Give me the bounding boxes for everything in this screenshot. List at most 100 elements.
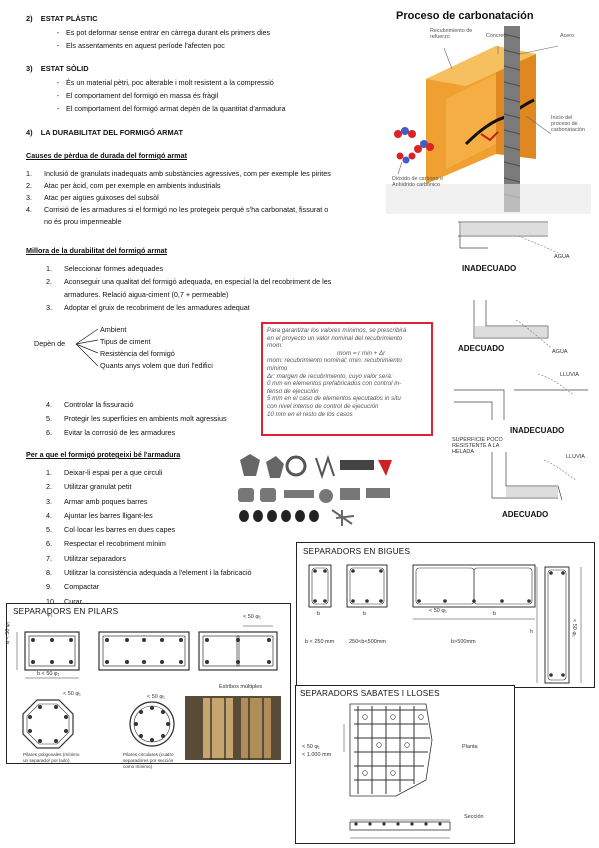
sabates-spacing-2: < 1.000 mm	[302, 752, 332, 758]
list-item: 8.Utilitzar la consistència adequada a l…	[46, 568, 252, 578]
list-item: 9.Compactar	[46, 582, 100, 592]
label-superficie: SUPERFICIE POCO RESISTENTE A LA HELADA	[452, 437, 503, 455]
label-inadequate-2: INADECUADO	[510, 426, 565, 435]
note-line: rnom: recubrimiento nominal; rmin: recub…	[267, 357, 402, 365]
section-solid: 3) ESTAT SÒLID -És un material pètri, po…	[26, 64, 286, 113]
depends-label: Depèn de	[34, 339, 66, 348]
bigues-b1: b	[317, 611, 321, 617]
label-adequate-1: ADECUADO	[458, 344, 505, 353]
label-agua-2: AGUA	[552, 349, 568, 355]
bigues-lt50-1: < 50 φ₁	[429, 608, 447, 614]
carbonation-drawing	[386, 26, 591, 214]
sabates-box: SEPARADORS SABATES I LLOSES < 50 φ₁ < 1.…	[295, 685, 515, 844]
label-lluvia-2: LLUVIA	[566, 454, 585, 460]
list-item: 5.Col·locar les barres en dues capes	[46, 525, 176, 535]
note-line: con nivel intenso de control de ejecució…	[267, 402, 379, 410]
list-item: -El comportament del formigó armat depèn…	[56, 104, 286, 113]
list-item: 5.Protegir les superfícies en ambients m…	[46, 414, 227, 423]
bigues-h: h	[530, 629, 534, 635]
sabates-planta: Planta	[462, 744, 478, 750]
list-item: -El comportament del formigó en massa és…	[56, 91, 219, 100]
list-item: 2.Atac per àcid, com per exemple en ambi…	[26, 181, 221, 190]
pilars-poly: Pilares poligonales (mínimo un separador…	[23, 752, 80, 763]
subheading-causes: Causes de pèrdua de durada del formigó a…	[26, 151, 187, 160]
bigues-title: SEPARADORS EN BIGUES	[303, 547, 411, 556]
list-item: 1.Seleccionar formes adequades	[46, 264, 164, 273]
pilars-estribos: Estribos múltiples	[219, 684, 263, 690]
subheading-improve: Millora de la durabilitat del formigó ar…	[26, 246, 167, 255]
pilars-lt50-1: < 50 φ₁	[243, 614, 261, 620]
sabates-drawing	[343, 703, 451, 839]
note-line: Para garantizar los valores mínimos, se …	[267, 327, 407, 334]
list-item: 3.Atac per aigües guixoses del subsòl	[26, 193, 159, 202]
pilars-title: SEPARADORS EN PILARS	[13, 607, 119, 616]
list-item: 3.Adoptar el gruix de recobriment de les…	[46, 303, 250, 312]
label-start: Inicio del proceso de carbonatación	[551, 115, 585, 133]
note-formula: rnom = r min + Δr	[337, 349, 386, 357]
note-line: 5 mm en el caso de elementos ejecutados …	[267, 395, 401, 403]
list-item: 4.Corrisió de les armadures si el formig…	[26, 205, 329, 214]
label-adequate-2: ADECUADO	[502, 510, 549, 519]
cover-note-box: Para garantizar los valores mínimos, se …	[261, 322, 433, 436]
sabates-title: SEPARADORS SABATES I LLOSES	[300, 689, 440, 698]
label-agua-1: AGUA	[554, 254, 570, 260]
section-plastic: 2) ESTAT PLÀSTIC -Es pot deformar sense …	[26, 14, 270, 50]
label-co2: Dióxido de carbono o Anhídrido carbónico	[392, 176, 443, 188]
drip-details	[454, 221, 588, 501]
note-line: mínimo	[267, 364, 288, 372]
list-item: 4.Ajuntar les barres lligant-les	[46, 510, 153, 520]
bigues-case-3: b>500mm	[451, 639, 476, 645]
depends-item: Tipus de ciment	[100, 337, 151, 346]
bigues-box: SEPARADORS EN BIGUES b b < 50 φ₁ b h < 5…	[296, 542, 595, 688]
label-lluvia-1: LLUVIA	[560, 372, 579, 378]
subheading-protect: Per a que el formigó protegeixi bé l'arm…	[26, 450, 181, 459]
pilars-phi-1: φ₁	[47, 612, 53, 618]
list-item: 7.Utilitzar separadors	[46, 553, 126, 563]
note-line: Δr: margen de recubrimiento, cuyo valor …	[267, 372, 393, 380]
heading-solid: 3) ESTAT SÒLID	[26, 64, 89, 73]
section-improve-b: 4.Controlar la fissuració 5.Protegir les…	[46, 400, 227, 437]
list-item: 6.Evitar la corrosió de les armadures	[46, 428, 176, 437]
note-line: rnom:	[267, 342, 283, 350]
pilars-circ: Pilares circulares (cuatro separadores p…	[123, 752, 174, 769]
list-item: 3.Armar amb poques barres	[46, 496, 148, 506]
list-item: armadures. Relació aigua-ciment (0,7 + p…	[64, 290, 229, 299]
pilars-lt50-2: < 50 φ₁	[63, 691, 81, 697]
list-item: -Els assentaments en aquest període l'af…	[56, 41, 225, 50]
list-item: 2.Utilitzar granulat petit	[46, 482, 132, 492]
label-concrete: Concreto	[486, 33, 508, 39]
bigues-lt50-2: < 50 φ₁	[571, 619, 577, 637]
label-steel: Acero	[560, 33, 575, 39]
depends-item: Resistència del formigó	[100, 349, 175, 358]
label-inadequate-1: INADECUADO	[462, 264, 517, 273]
note-line: tenso de ejecución	[267, 387, 319, 395]
depends-item: Ambient	[100, 325, 127, 334]
list-item: -Es pot deformar sense entrar en càrrega…	[56, 28, 271, 37]
list-item: 6.Respectar el recobriment mínim	[46, 539, 166, 549]
note-line: en el proyecto un valor nominal del recu…	[267, 334, 403, 342]
note-line: 0 mm en elementos prefabricados con cont…	[267, 380, 402, 388]
pilars-box: SEPARADORS EN PILARS	[5, 603, 291, 769]
sabates-seccion: Sección	[464, 814, 484, 820]
bigues-b3: b	[493, 611, 497, 617]
list-item: no és prou impermeable	[44, 217, 122, 226]
section-protect: Per a que el formigó protegeixi bé l'arm…	[26, 450, 252, 606]
label-rebar-cover: Recubrimiento de refuerzo	[430, 28, 473, 40]
pilars-drawing	[16, 625, 281, 760]
bigues-case-2: 250<b<500mm	[349, 639, 386, 645]
list-item: 10.Curar	[46, 596, 82, 606]
carbonation-title: Proceso de carbonatación	[396, 10, 534, 22]
heading-durability: 4) LA DURABILITAT DEL FORMIGÓ ARMAT	[26, 128, 183, 137]
co2-molecules	[394, 127, 434, 164]
depends-item: Quants anys volem que duri l'edifici	[100, 361, 213, 370]
list-item: 1.Deixar-li espai per a que circuli	[46, 468, 163, 477]
bigues-case-1: b < 250 mm	[305, 639, 335, 645]
slab-outline	[349, 703, 433, 797]
section-causes: Causes de pèrdua de durada del formigó a…	[26, 151, 331, 226]
list-item: 4.Controlar la fissuració	[46, 400, 134, 409]
bigues-drawing	[308, 564, 582, 684]
bigues-b2: b	[363, 611, 367, 617]
list-item: -És un material pètri, poc alterable i m…	[56, 78, 274, 87]
pilars-b1: b < 50 φ₁	[37, 671, 60, 677]
sabates-spacing-1: < 50 φ₁	[302, 744, 320, 750]
